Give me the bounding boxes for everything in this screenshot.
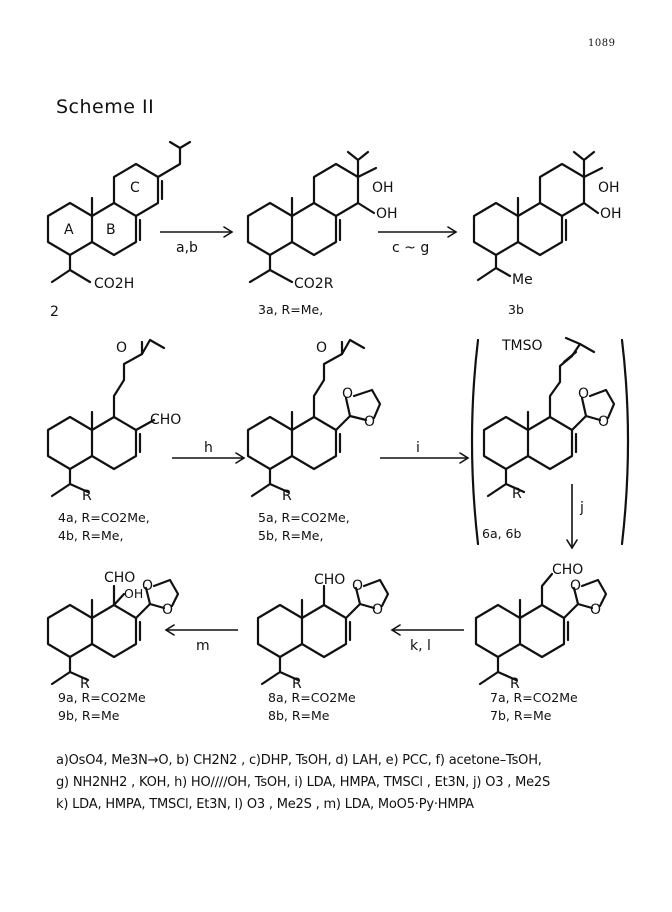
arrow-kl: k, l — [390, 624, 464, 654]
dioxane-oxygen-label: O — [590, 602, 601, 618]
compound-7a-caption: 7a, R=CO2Me — [490, 690, 578, 705]
arrow-kl-label: k, l — [410, 638, 431, 654]
page-number: 1089 — [588, 38, 616, 49]
hydroxyl-label: OH — [124, 586, 143, 601]
ring-label-a: A — [64, 222, 74, 238]
compound-4b-caption: 4b, R=Me, — [58, 528, 123, 543]
dioxane-oxygen-label: O — [598, 414, 609, 430]
aldehyde-label: CHO — [314, 572, 345, 588]
ester-label: CO2R — [294, 276, 334, 292]
dioxane-oxygen-label: O — [372, 602, 383, 618]
arrow-m: m — [164, 624, 238, 654]
arrow-i: i — [380, 440, 470, 464]
scheme-title: Scheme II — [56, 96, 155, 118]
aldehyde-label: CHO — [150, 412, 181, 428]
r-group-label: R — [510, 676, 520, 692]
dioxane-oxygen-label: O — [578, 386, 589, 402]
dioxane-oxygen-label: O — [342, 386, 353, 402]
methyl-label: Me — [512, 272, 533, 288]
compound-8a-caption: 8a, R=CO2Me — [268, 690, 356, 705]
ketone-oxygen-label: O — [316, 340, 327, 356]
compound-5a-caption: 5a, R=CO2Me, — [258, 510, 350, 525]
compound-7: CHO O O R 7a, R=CO2Me 7b, R=Me — [474, 562, 608, 723]
compound-9: CHO OH O O R 9a, R=CO2Me 9b, R=Me — [46, 570, 180, 723]
carboxylic-acid-label: CO2H — [94, 276, 134, 292]
left-bracket — [470, 338, 480, 546]
arrow-cg: c ~ g — [378, 226, 458, 256]
r-group-label: R — [512, 486, 522, 502]
arrow-j: j — [566, 484, 584, 550]
compound-9a-caption: 9a, R=CO2Me — [58, 690, 146, 705]
arrow-h-label: h — [204, 440, 213, 456]
ketone-oxygen-label: O — [116, 340, 127, 356]
hydroxyl-label: OH — [372, 180, 394, 196]
compound-2-number: 2 — [50, 304, 59, 320]
compound-3b-caption: 3b — [508, 302, 524, 317]
compound-7b-caption: 7b, R=Me — [490, 708, 552, 723]
hydroxyl-label: OH — [600, 206, 622, 222]
compound-3a: OH OH CO2R 3a, R=Me, — [246, 150, 398, 317]
conditions-line: k) LDA, HMPA, TMSCl, Et3N, l) O3 , Me2S … — [56, 797, 474, 812]
conditions-line: a)OsO4, Me3N→O, b) CH2N2 , c)DHP, TsOH, … — [56, 753, 542, 768]
compound-6-caption: 6a, 6b — [482, 526, 522, 541]
aldehyde-label: CHO — [104, 570, 135, 586]
dioxane-oxygen-label: O — [352, 578, 363, 594]
dioxane-oxygen-label: O — [142, 578, 153, 594]
r-group-label: R — [282, 488, 292, 504]
r-group-label: R — [292, 676, 302, 692]
compound-2: C A B CO2H 2 — [46, 140, 192, 320]
arrow-i-label: i — [416, 440, 420, 456]
arrow-m-label: m — [196, 638, 210, 654]
arrow-ab: a,b — [160, 226, 234, 256]
compound-5b-caption: 5b, R=Me, — [258, 528, 323, 543]
dioxane-oxygen-label: O — [364, 414, 375, 430]
compound-4: O CHO R 4a, R=CO2Me, 4b, R=Me, — [46, 338, 181, 543]
dioxane-oxygen-label: O — [162, 602, 173, 618]
compound-4a-caption: 4a, R=CO2Me, — [58, 510, 150, 525]
hydroxyl-label: OH — [598, 180, 620, 196]
compound-8b-caption: 8b, R=Me — [268, 708, 330, 723]
dioxane-oxygen-label: O — [570, 578, 581, 594]
compound-5: O O O R 5a, R=CO2Me, 5b, R=Me, — [246, 338, 382, 543]
aldehyde-label: CHO — [552, 562, 583, 578]
compound-3a-caption: 3a, R=Me, — [258, 302, 323, 317]
reaction-conditions: a)OsO4, Me3N→O, b) CH2N2 , c)DHP, TsOH, … — [56, 750, 636, 816]
r-group-label: R — [82, 488, 92, 504]
right-bracket — [620, 338, 630, 546]
compound-6: TMSO O O R 6a, 6b — [470, 336, 630, 546]
arrow-cg-label: c ~ g — [392, 240, 429, 256]
conditions-line: g) NH2NH2 , KOH, h) HO∕∕∕∕OH, TsOH, i) L… — [56, 775, 551, 790]
compound-8: CHO O O R 8a, R=CO2Me 8b, R=Me — [256, 572, 390, 723]
hydroxyl-label: OH — [376, 206, 398, 222]
compound-3b: OH OH Me 3b — [472, 150, 622, 317]
tmso-label: TMSO — [501, 338, 543, 354]
compound-9b-caption: 9b, R=Me — [58, 708, 120, 723]
arrow-j-label: j — [579, 500, 584, 516]
arrow-ab-label: a,b — [176, 240, 198, 256]
arrow-h: h — [172, 440, 246, 464]
r-group-label: R — [80, 676, 90, 692]
ring-label-c: C — [130, 180, 140, 196]
ring-label-b: B — [106, 222, 116, 238]
